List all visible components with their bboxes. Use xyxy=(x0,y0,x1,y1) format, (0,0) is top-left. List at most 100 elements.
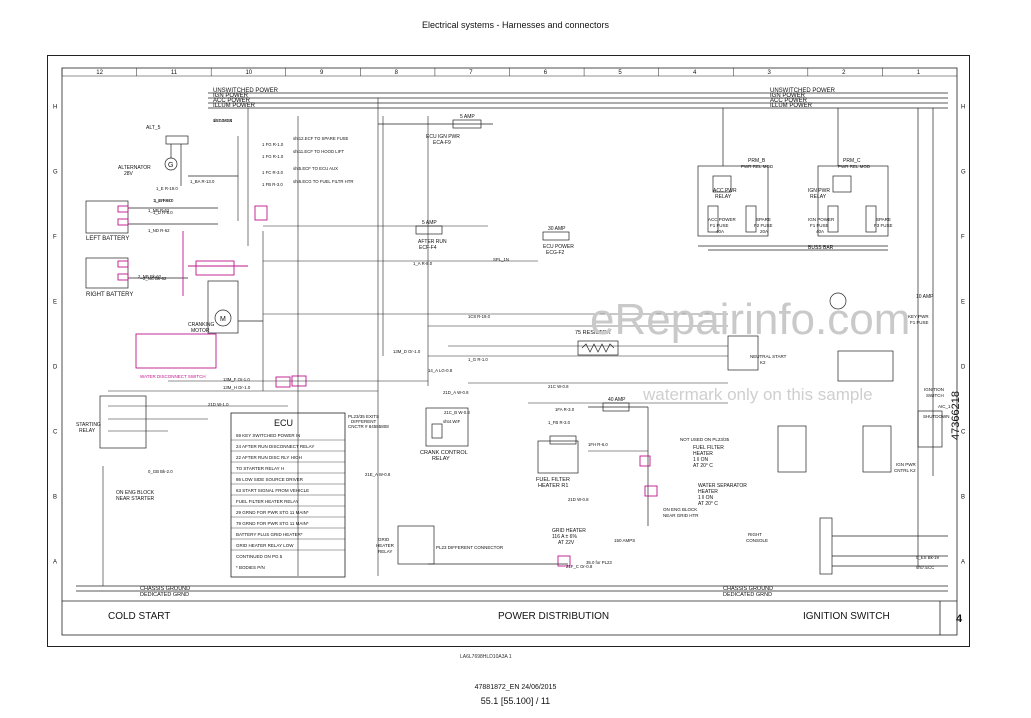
alternator xyxy=(164,135,238,186)
ground-chassis-left: CHASSIS GROUND xyxy=(140,586,190,592)
grid-column-label: 8 xyxy=(395,70,399,76)
bus-unswitched-right: UNSWITCHED POWER xyxy=(770,88,836,94)
wire-label: 1 FG R-1.0 xyxy=(262,142,284,147)
spare-f2-label-3: 20A xyxy=(760,229,768,234)
grid-heater-relay-label-3: RELAY xyxy=(378,549,392,554)
ecu-title: ECU xyxy=(274,418,293,428)
acc-relay-label-2: RELAY xyxy=(715,194,732,200)
ecu-pin-label: 24 AFTER RUN DISCONNECT RELAY xyxy=(236,444,314,449)
wire-label: 1FA R-3.0 xyxy=(555,407,575,412)
acc-fuse-label-2: F1 FUSE xyxy=(710,223,729,228)
wire-label: sht5.ECF TO ECU AUX xyxy=(293,166,338,171)
ecu-pin-label: 22 AFTER RUN DISC RLY HIGH xyxy=(236,455,302,460)
page-title: Electrical systems - Harnesses and conne… xyxy=(421,20,610,30)
ffh-label-4: AT 20° C xyxy=(693,463,713,469)
grid-heater-label-3: AT 22V xyxy=(558,540,575,546)
grid-row-label-right: B xyxy=(961,495,965,501)
near-grid-htr-2: NEAR GRID HTR xyxy=(663,513,699,518)
wire-label: 1_B R-8.0 xyxy=(154,198,174,203)
fuse-ecu-power xyxy=(542,231,570,241)
wsh-label-4: AT 20° C xyxy=(698,501,718,507)
grid-heater-relay-label: GRID xyxy=(378,537,390,542)
grid-column-label: 12 xyxy=(96,70,103,76)
cranking-motor-label-2: MOTOR xyxy=(191,328,210,334)
neutral-start-relay xyxy=(727,292,943,473)
ground-dedicated-left: DEDICATED GRND xyxy=(140,592,189,598)
wire-label: 21C W-0.8 xyxy=(548,384,569,389)
wire-label: 21F_C Or-0.8 xyxy=(566,564,593,569)
wire-label: 1_E R-19.0 xyxy=(156,186,178,191)
ecu-pin-label: * BODIES P/N xyxy=(236,565,265,570)
key-pwr-label: KEY PWR xyxy=(908,314,929,319)
grid-column-label: 4 xyxy=(693,70,697,76)
cranking-motor xyxy=(207,280,263,334)
ground-dedicated-right: DEDICATED GRND xyxy=(723,592,772,598)
wire-label: sht7.MON xyxy=(213,118,232,123)
ignition-switch-label-2: SWITCH xyxy=(926,393,944,398)
ground-chassis-right: CHASSIS GROUND xyxy=(723,586,773,592)
wire-label: sht12.ECF TO SPARE FUSE xyxy=(293,136,349,141)
grid-heater-label: GRID HEATER xyxy=(552,528,586,534)
fuel-filter-heater-relay xyxy=(537,435,579,474)
wsh-label-3: 1 ‖ ON xyxy=(698,495,714,501)
cranking-motor-label: CRANKING xyxy=(188,322,215,328)
prm-c-sub: PWR REL MOD xyxy=(838,164,871,169)
water-disconnect-label: WATER DISCONNECT SWITCH xyxy=(140,374,206,379)
acc-fuse-label: ACC POWER xyxy=(708,217,737,222)
key-pwr-label-2: F1 FUSE xyxy=(910,320,929,325)
wire-label: 21D W-0.8 xyxy=(568,497,589,502)
after-run-fuse: ECF-F4 xyxy=(419,245,437,251)
ecu-ign-pwr-label: ECU IGN PWR xyxy=(426,134,460,140)
grid-row-label-right: D xyxy=(961,365,966,371)
fuse-5a-2: 5 AMP xyxy=(422,220,437,226)
prm-c-module xyxy=(817,108,934,566)
ecu-pin-label: TO STARTER RELAY H xyxy=(236,466,284,471)
wire-label: 0_ES Bk-19 xyxy=(916,555,940,560)
ign-relay-label-2: RELAY xyxy=(810,194,827,200)
grid-row-label-left: E xyxy=(53,300,57,306)
ecu-pin-label: 29 GRND FOR PWR STG 11 MAIN* xyxy=(236,510,309,515)
wire-label: sht7.ECC xyxy=(916,565,934,570)
grid-column-label: 11 xyxy=(171,70,178,76)
doc-number: 47881872_EN 24/06/2015 xyxy=(474,684,557,691)
alternator-label: ALTERNATOR xyxy=(118,165,151,171)
wire-label: 14_A LG-0.8 xyxy=(428,368,453,373)
grid-row-label-right: C xyxy=(961,430,966,436)
wire-label: 1 FC R-3.0 xyxy=(262,170,284,175)
resistor-label: 75 RESISTOR xyxy=(575,330,611,336)
ecu-note-3: CNCTR # 84585808 xyxy=(348,424,389,429)
grid-row-label-right: E xyxy=(961,300,965,306)
grid-row-label-left: B xyxy=(53,495,57,501)
prm-b-module xyxy=(697,108,888,251)
fuse-30a: 30 AMP xyxy=(548,226,566,232)
grid-row-label-left: H xyxy=(53,105,57,111)
wire-label: 13M_H Or-1.0 xyxy=(223,385,251,390)
wire-label: 1_A R-8.0 xyxy=(413,261,433,266)
wsh-label: WATER SEPARATOR xyxy=(698,483,747,489)
fuse-5a-1: 5 AMP xyxy=(460,114,475,120)
resistor xyxy=(577,340,619,356)
spare-f2-label: SPARE xyxy=(756,217,771,222)
wire-label: 1_G R-1.0 xyxy=(468,357,488,362)
not-used-note: NOT USED ON PL23/35 xyxy=(680,437,730,442)
ign-relay-label: IGN PWR xyxy=(808,188,830,194)
ign-fuse-label: IGN POWER xyxy=(808,217,835,222)
left-battery-label: LEFT BATTERY xyxy=(86,236,129,242)
spare-f2-label-2: F2 FUSE xyxy=(754,223,773,228)
grid-row-label-left: F xyxy=(53,235,57,241)
wsh-label-2: HEATER xyxy=(698,489,718,495)
wire-label: 13M_D Or-1.0 xyxy=(393,349,421,354)
starting-relay-label: STARTING xyxy=(76,422,101,428)
left-battery xyxy=(85,200,218,234)
wire-label: 21E_A W-0.8 xyxy=(365,472,391,477)
ecu-pin-label: FUEL FILTER HEATER RELAY xyxy=(236,499,299,504)
grid-row-label-left: D xyxy=(53,365,58,371)
grid-heater xyxy=(397,525,568,565)
bus-unswitched-left: UNSWITCHED POWER xyxy=(213,88,279,94)
wire-label: 1 FG R-1.0 xyxy=(262,154,284,159)
wire-label: 21D W-1.0 xyxy=(208,402,229,407)
grid-row-label-left: A xyxy=(53,560,57,566)
wire-labels: 14 LG-1.01 FG R-1.01 FG R-1.01 FC R-3.01… xyxy=(138,118,940,570)
